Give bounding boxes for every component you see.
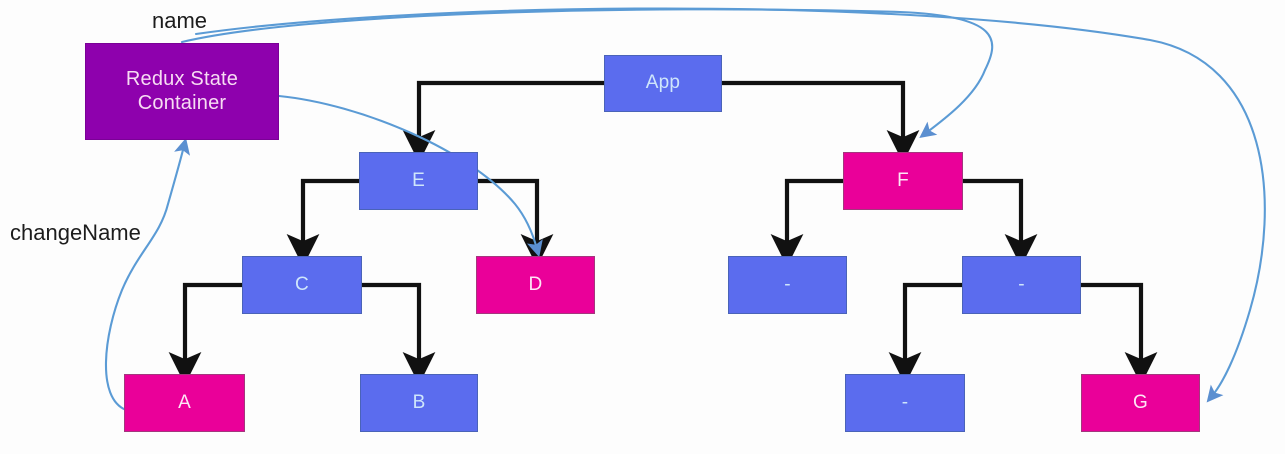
edge-r2-r3	[888, 282, 962, 385]
node-e[interactable]: E	[359, 152, 478, 210]
node-redux-state-container[interactable]: Redux State Container	[85, 43, 279, 140]
edge-app-e	[402, 80, 604, 163]
flow-a-to-store	[104, 137, 191, 412]
edge-r2-g	[1081, 282, 1158, 385]
edge-c-b	[362, 282, 436, 385]
node-f[interactable]: F	[843, 152, 963, 210]
node-r3[interactable]: -	[845, 374, 965, 432]
flow-store-to-g	[194, 7, 1266, 403]
edge-f-r1	[770, 178, 843, 267]
edge-app-f	[722, 80, 920, 163]
edge-c-a	[168, 282, 242, 385]
edge-e-c	[286, 178, 359, 267]
node-label-line2: Container	[137, 91, 227, 114]
node-g[interactable]: G	[1081, 374, 1200, 432]
edge-label-name: name	[152, 8, 208, 33]
flow-store-to-f	[180, 8, 994, 139]
node-b[interactable]: B	[360, 374, 478, 432]
node-r2[interactable]: -	[962, 256, 1081, 314]
edge-label-change-name: changeName	[10, 220, 141, 245]
edge-e-d	[478, 178, 554, 267]
node-app[interactable]: App	[604, 55, 722, 112]
node-d[interactable]: D	[476, 256, 595, 314]
node-r1[interactable]: -	[728, 256, 847, 314]
node-a[interactable]: A	[124, 374, 245, 432]
node-label-line1: Redux State	[125, 67, 239, 90]
node-c[interactable]: C	[242, 256, 362, 314]
edge-f-r2	[963, 178, 1038, 267]
